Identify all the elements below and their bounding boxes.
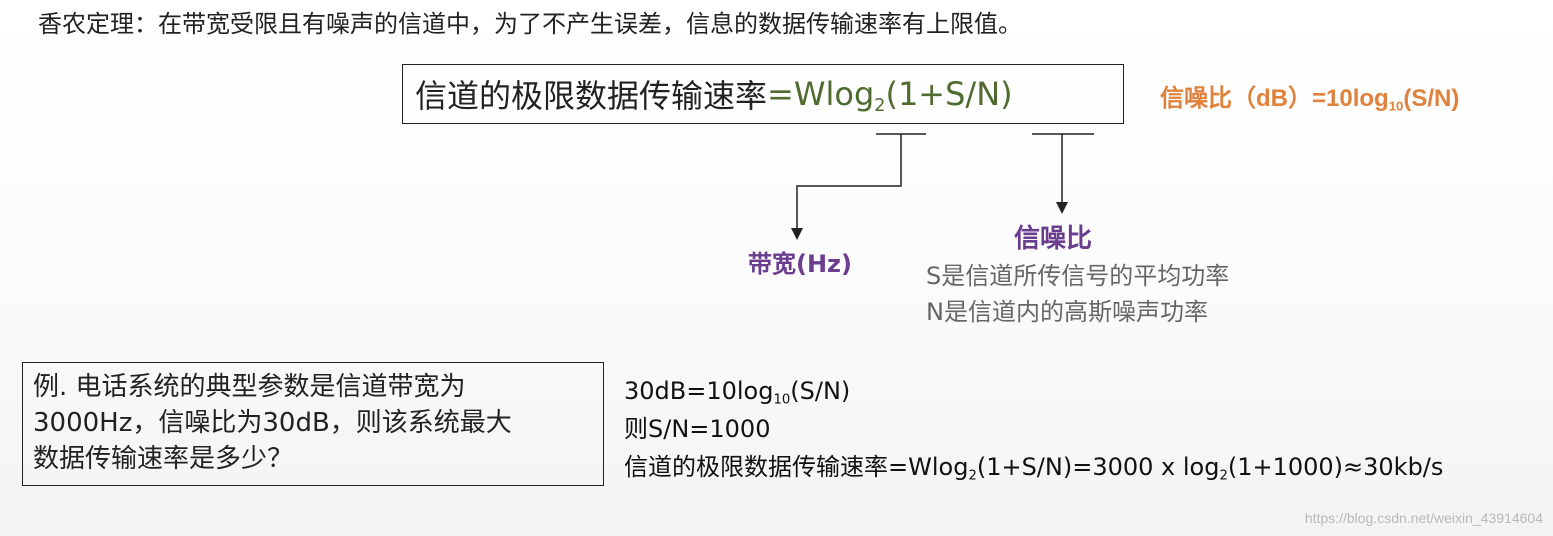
solution-text: (1+1000)≈30kb/s xyxy=(1227,453,1444,481)
solution-sub: 2 xyxy=(1219,468,1228,484)
watermark: https://blog.csdn.net/weixin_43914604 xyxy=(1304,510,1543,526)
solution-line-3: 信道的极限数据传输速率=Wlog2(1+S/N)=3000 x log2(1+1… xyxy=(624,448,1443,486)
formula-expr-sub: 2 xyxy=(874,96,886,117)
formula-expression: =Wlog2(1+S/N) xyxy=(767,75,1013,117)
solution-text: (S/N) xyxy=(790,377,851,405)
solution-sub: 10 xyxy=(773,392,791,408)
s-description: S是信道所传信号的平均功率 xyxy=(926,262,1230,290)
example-question-box: 例. 电话系统的典型参数是信道带宽为 3000Hz，信噪比为30dB，则该系统最… xyxy=(22,362,604,486)
snr-db-formula: 信噪比（dB）=10log10(S/N) xyxy=(1160,78,1459,113)
solution-text: 30dB=10log xyxy=(624,377,774,405)
example-line: 3000Hz，信噪比为30dB，则该系统最大 xyxy=(33,408,512,438)
snr-label: 信噪比 xyxy=(1014,224,1093,254)
solution-text: 信道的极限数据传输速率=Wlog xyxy=(624,453,969,481)
formula-label: 信道的极限数据传输速率 xyxy=(415,77,768,115)
page-title: 香农定理：在带宽受限且有噪声的信道中，为了不产生误差，信息的数据传输速率有上限值… xyxy=(38,10,1022,38)
n-description: N是信道内的高斯噪声功率 xyxy=(926,298,1208,326)
solution-line-2: 则S/N=1000 xyxy=(624,415,771,443)
snr-db-post: (S/N) xyxy=(1403,85,1460,112)
solution-block: 30dB=10log10(S/N) 则S/N=1000 信道的极限数据传输速率=… xyxy=(624,372,1443,486)
solution-line-1: 30dB=10log10(S/N) xyxy=(624,372,1443,410)
snr-arrow xyxy=(1032,133,1094,214)
solution-sub: 2 xyxy=(968,468,977,484)
example-line: 例. 电话系统的典型参数是信道带宽为 xyxy=(33,372,466,402)
formula-expr-pre: =Wlog xyxy=(767,75,875,113)
example-line: 数据传输速率是多少？ xyxy=(33,444,294,474)
snr-db-pre: 信噪比（dB）=10log xyxy=(1160,85,1389,112)
formula-expr-post: (1+S/N) xyxy=(885,75,1013,113)
shannon-formula-box: 信道的极限数据传输速率=Wlog2(1+S/N) xyxy=(402,64,1124,124)
solution-text: (1+S/N)=3000 x log xyxy=(976,453,1220,481)
snr-db-sub: 10 xyxy=(1388,98,1404,114)
bandwidth-label: 带宽(Hz) xyxy=(748,250,852,278)
bandwidth-arrow xyxy=(791,133,926,240)
